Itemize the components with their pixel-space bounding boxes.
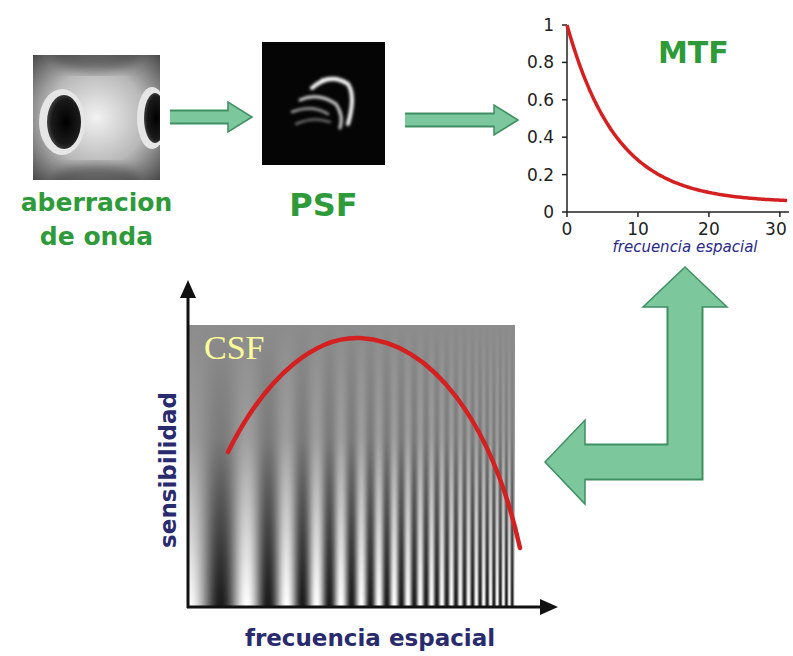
tick-label: 0.8: [527, 52, 554, 72]
arrow-outline: [405, 113, 495, 128]
axis-arrowhead: [540, 599, 558, 615]
aberration-image: aberracion de onda: [33, 55, 160, 180]
mtf-curve: [567, 25, 787, 201]
image-caption: aberracion de onda: [0, 186, 193, 254]
tick-label: 0: [562, 219, 573, 239]
csf-curve: [228, 338, 520, 548]
axis-title: frecuencia espacial: [245, 624, 495, 652]
axis-title: frecuencia espacial: [612, 238, 757, 256]
tick-mark: [562, 99, 567, 101]
arrowhead: [643, 267, 727, 307]
aberration-lobe: [144, 93, 160, 143]
arrow-outline: [170, 110, 229, 125]
arrowhead: [494, 105, 518, 135]
mtf-axes: [567, 25, 789, 212]
flow-arrow: [545, 267, 727, 504]
aberration-rim: [137, 87, 160, 149]
tick-label: 0.2: [527, 165, 554, 185]
psf-image: PSF: [262, 42, 385, 165]
mtf-ticks: [562, 25, 780, 217]
tick-mark: [562, 136, 567, 138]
tick-label: 0.6: [527, 90, 554, 110]
csf-chart: CSF: [188, 325, 515, 607]
axis-arrowhead: [180, 280, 196, 298]
tick-label: 10: [627, 219, 649, 239]
tick-mark: [562, 62, 567, 64]
tick-mark: [708, 212, 710, 217]
grating-fade: [188, 325, 515, 607]
image-caption: PSF: [262, 188, 385, 222]
y-axis: [187, 294, 190, 608]
psf-image: [262, 42, 385, 165]
arrowhead: [545, 420, 585, 504]
aberration-rim: [39, 89, 85, 155]
tick-mark: [779, 212, 781, 217]
grating-stripes: [188, 325, 515, 607]
aberration-shade: [50, 55, 142, 72]
arrowhead: [228, 102, 252, 132]
tick-label: 0: [543, 202, 554, 222]
flow-arrow: [170, 102, 252, 132]
aberration-shade: [50, 164, 142, 180]
axis-title: sensibilidad: [154, 392, 182, 548]
x-axis: [567, 211, 789, 213]
psf-ground: [262, 42, 385, 165]
chart-title: MTF: [658, 36, 729, 70]
psf-streak: [322, 78, 344, 82]
psf-streak: [300, 97, 341, 128]
aberration-lobe: [47, 95, 81, 149]
tick-label: 20: [698, 219, 720, 239]
flow-arrow: [405, 105, 518, 135]
tick-mark: [562, 174, 567, 176]
arrow-shaft: [405, 115, 495, 126]
tick-mark: [566, 212, 568, 217]
x-axis: [187, 606, 542, 609]
tick-label: 1: [543, 15, 554, 35]
csf-grating: [188, 325, 515, 607]
tick-label: 0.4: [527, 127, 554, 147]
arrow-outline: [584, 306, 685, 462]
tick-mark: [637, 212, 639, 217]
arrow-shaft: [170, 112, 229, 123]
psf-streak: [296, 119, 330, 124]
tick-label: 30: [765, 219, 787, 239]
arrow-shaft: [584, 306, 685, 462]
csf-axes: [180, 280, 558, 615]
aberration-map: [33, 55, 160, 180]
psf-spot: [292, 78, 352, 128]
y-axis: [566, 25, 568, 212]
psf-streak: [292, 108, 328, 114]
chart-title: CSF: [204, 329, 265, 367]
